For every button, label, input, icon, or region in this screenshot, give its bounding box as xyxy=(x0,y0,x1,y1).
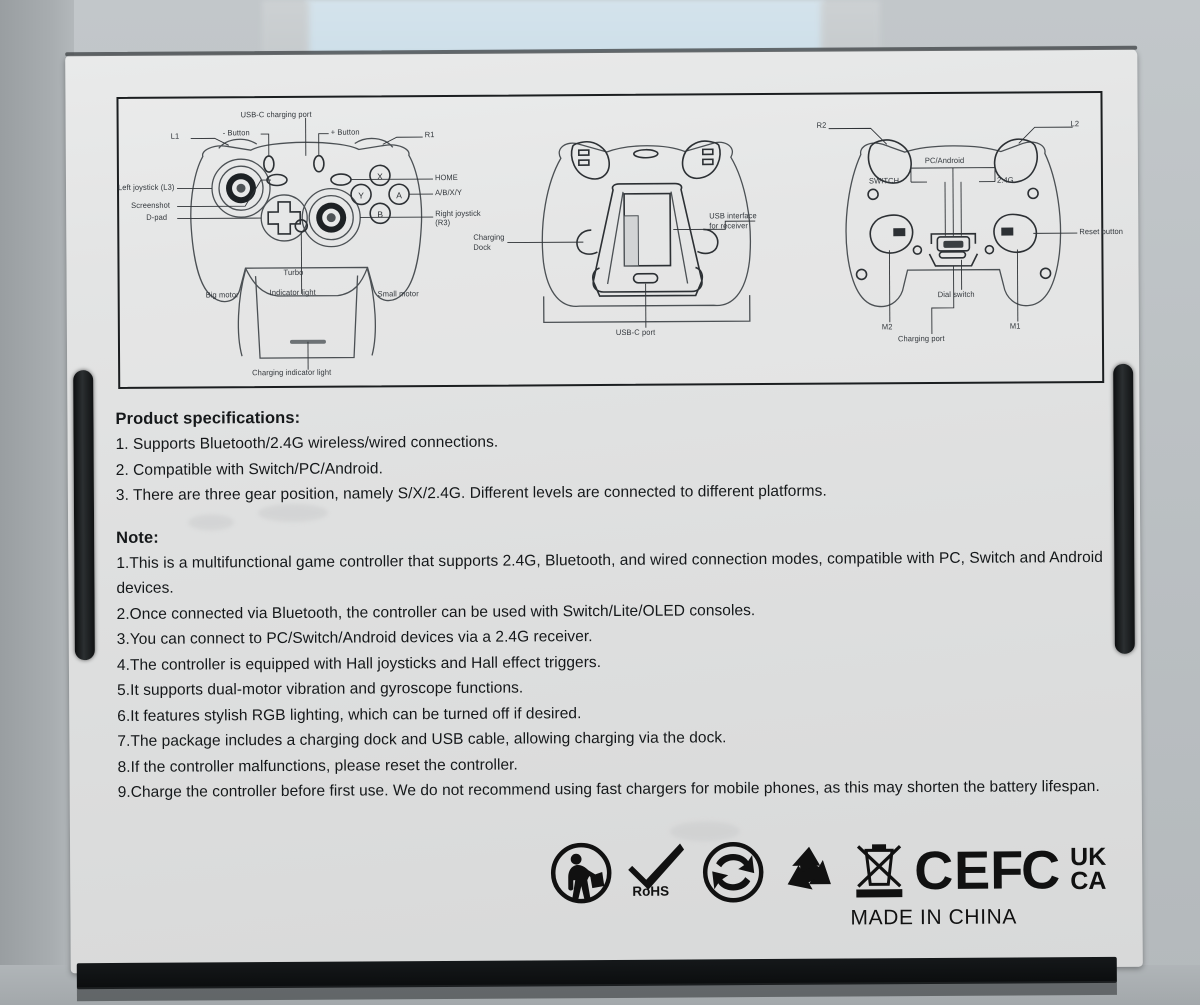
specifications-and-notes: Product specifications: 1. Supports Blue… xyxy=(115,404,1117,806)
label-home: HOME xyxy=(434,172,458,183)
certification-marks-row: RoHS xyxy=(550,839,1106,952)
label-big-motor: Big motor xyxy=(205,290,239,300)
label-small-motor: Small motor xyxy=(377,288,419,299)
label-indicator-light: Indicator light xyxy=(269,287,316,298)
label-r2: R2 xyxy=(816,120,827,130)
label-usb-interface-2: for receiver xyxy=(709,220,749,231)
product-specifications-section: Product specifications: 1. Supports Blue… xyxy=(115,404,1116,509)
specifications-heading: Product specifications: xyxy=(115,408,301,428)
label-charging-indicator-light: Charging indicator light xyxy=(252,367,332,378)
label-l1: L1 xyxy=(170,131,180,141)
label-turbo: Turbo xyxy=(283,267,304,278)
label-24g-mode: 2.4G xyxy=(996,175,1014,185)
label-usb-c-charging-port: USB-C charging port xyxy=(240,109,312,120)
diagram-dock-view: Charging Dock USB interface for receiver… xyxy=(473,95,788,385)
paper-smudge xyxy=(669,821,741,842)
ce-mark: CE xyxy=(914,840,992,902)
dock-drawing xyxy=(507,140,756,328)
ukca-uk-text: UK xyxy=(1070,842,1107,872)
label-charging-port: Charging port xyxy=(897,333,945,344)
product-box-back-panel: X Y A B xyxy=(65,45,1143,990)
label-pc-android: PC/Android xyxy=(924,155,965,166)
diagram-frame: X Y A B xyxy=(116,90,1123,389)
label-left-joystick: Left joystick (L3) xyxy=(117,182,175,193)
label-reset-button: Reset button xyxy=(1079,226,1124,237)
ukca-ca-text: CA xyxy=(1070,866,1107,896)
label-switch-mode: SWITCH xyxy=(868,175,900,186)
face-button-y: Y xyxy=(358,190,364,200)
diagram-front-view: X Y A B xyxy=(118,97,481,387)
label-charging-dock: Charging xyxy=(473,232,505,243)
diagram-back-view: R2 L2 PC/Android SWITCH 2.4G Reset butto… xyxy=(808,93,1123,383)
label-l2: L2 xyxy=(1070,118,1080,129)
note-item-9: 9.Charge the controller before first use… xyxy=(117,777,1100,801)
label-screenshot: Screenshot xyxy=(131,200,171,211)
face-button-b: B xyxy=(377,209,383,219)
box-left-slot xyxy=(73,370,95,661)
face-button-a: A xyxy=(396,190,402,200)
rohs-label: RoHS xyxy=(632,883,670,899)
label-minus-button: - Button xyxy=(222,127,250,138)
fcc-mark: FC xyxy=(990,840,1059,901)
label-charging-dock-2: Dock xyxy=(473,242,491,253)
ukca-mark: UK CA xyxy=(1070,842,1107,896)
label-m1: M1 xyxy=(1009,321,1021,331)
label-usb-c-port: USB-C port xyxy=(615,327,656,338)
label-m2: M2 xyxy=(881,322,893,332)
label-abxy: A/B/X/Y xyxy=(435,187,463,198)
label-dpad: D-pad xyxy=(146,212,168,223)
label-usb-interface: USB interface xyxy=(709,210,757,221)
made-in-china-text: MADE IN CHINA xyxy=(850,905,1018,930)
back-view-drawing xyxy=(828,126,1078,334)
face-button-x: X xyxy=(377,171,383,181)
label-plus-button: + Button xyxy=(330,127,360,137)
backdrop-left-shadow xyxy=(0,0,74,1005)
note-item-1: 1.This is a multifunctional game control… xyxy=(116,548,1103,597)
front-view-drawing: X Y A B xyxy=(177,117,434,370)
label-r1: R1 xyxy=(424,129,435,140)
note-section: Note: 1.This is a multifunctional game c… xyxy=(116,522,1118,805)
label-dial-switch: Dial switch xyxy=(937,289,975,300)
label-right-joystick-r3: (R3) xyxy=(435,217,451,228)
box-bottom-edge xyxy=(76,956,1117,990)
